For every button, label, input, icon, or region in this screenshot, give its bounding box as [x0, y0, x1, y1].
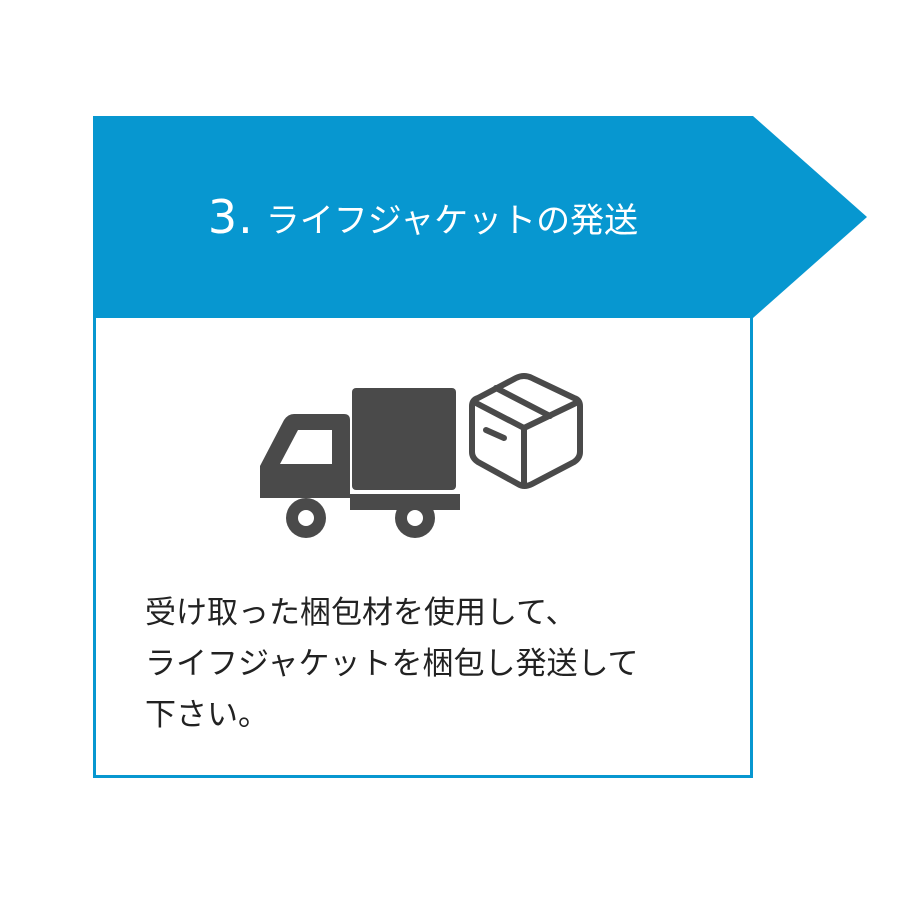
step-title: 3. ライフジャケットの発送: [93, 116, 753, 318]
instruction-line: 受け取った梱包材を使用して、: [145, 595, 577, 631]
step-number: 3.: [207, 190, 254, 244]
step-header-banner: 3. ライフジャケットの発送: [93, 116, 867, 318]
step-title-text: ライフジャケットの発送: [265, 200, 639, 241]
arrow-banner-shape: [93, 116, 867, 318]
shipping-illustration: [258, 368, 588, 540]
cardboard-box-icon: [469, 373, 583, 489]
delivery-truck-icon: [260, 388, 460, 538]
instruction-line: 下さい。: [145, 697, 269, 733]
instruction-line: ライフジャケットを梱包し発送して: [145, 646, 639, 682]
instruction-text: 受け取った梱包材を使用して、 ライフジャケットを梱包し発送して 下さい。: [145, 588, 725, 741]
